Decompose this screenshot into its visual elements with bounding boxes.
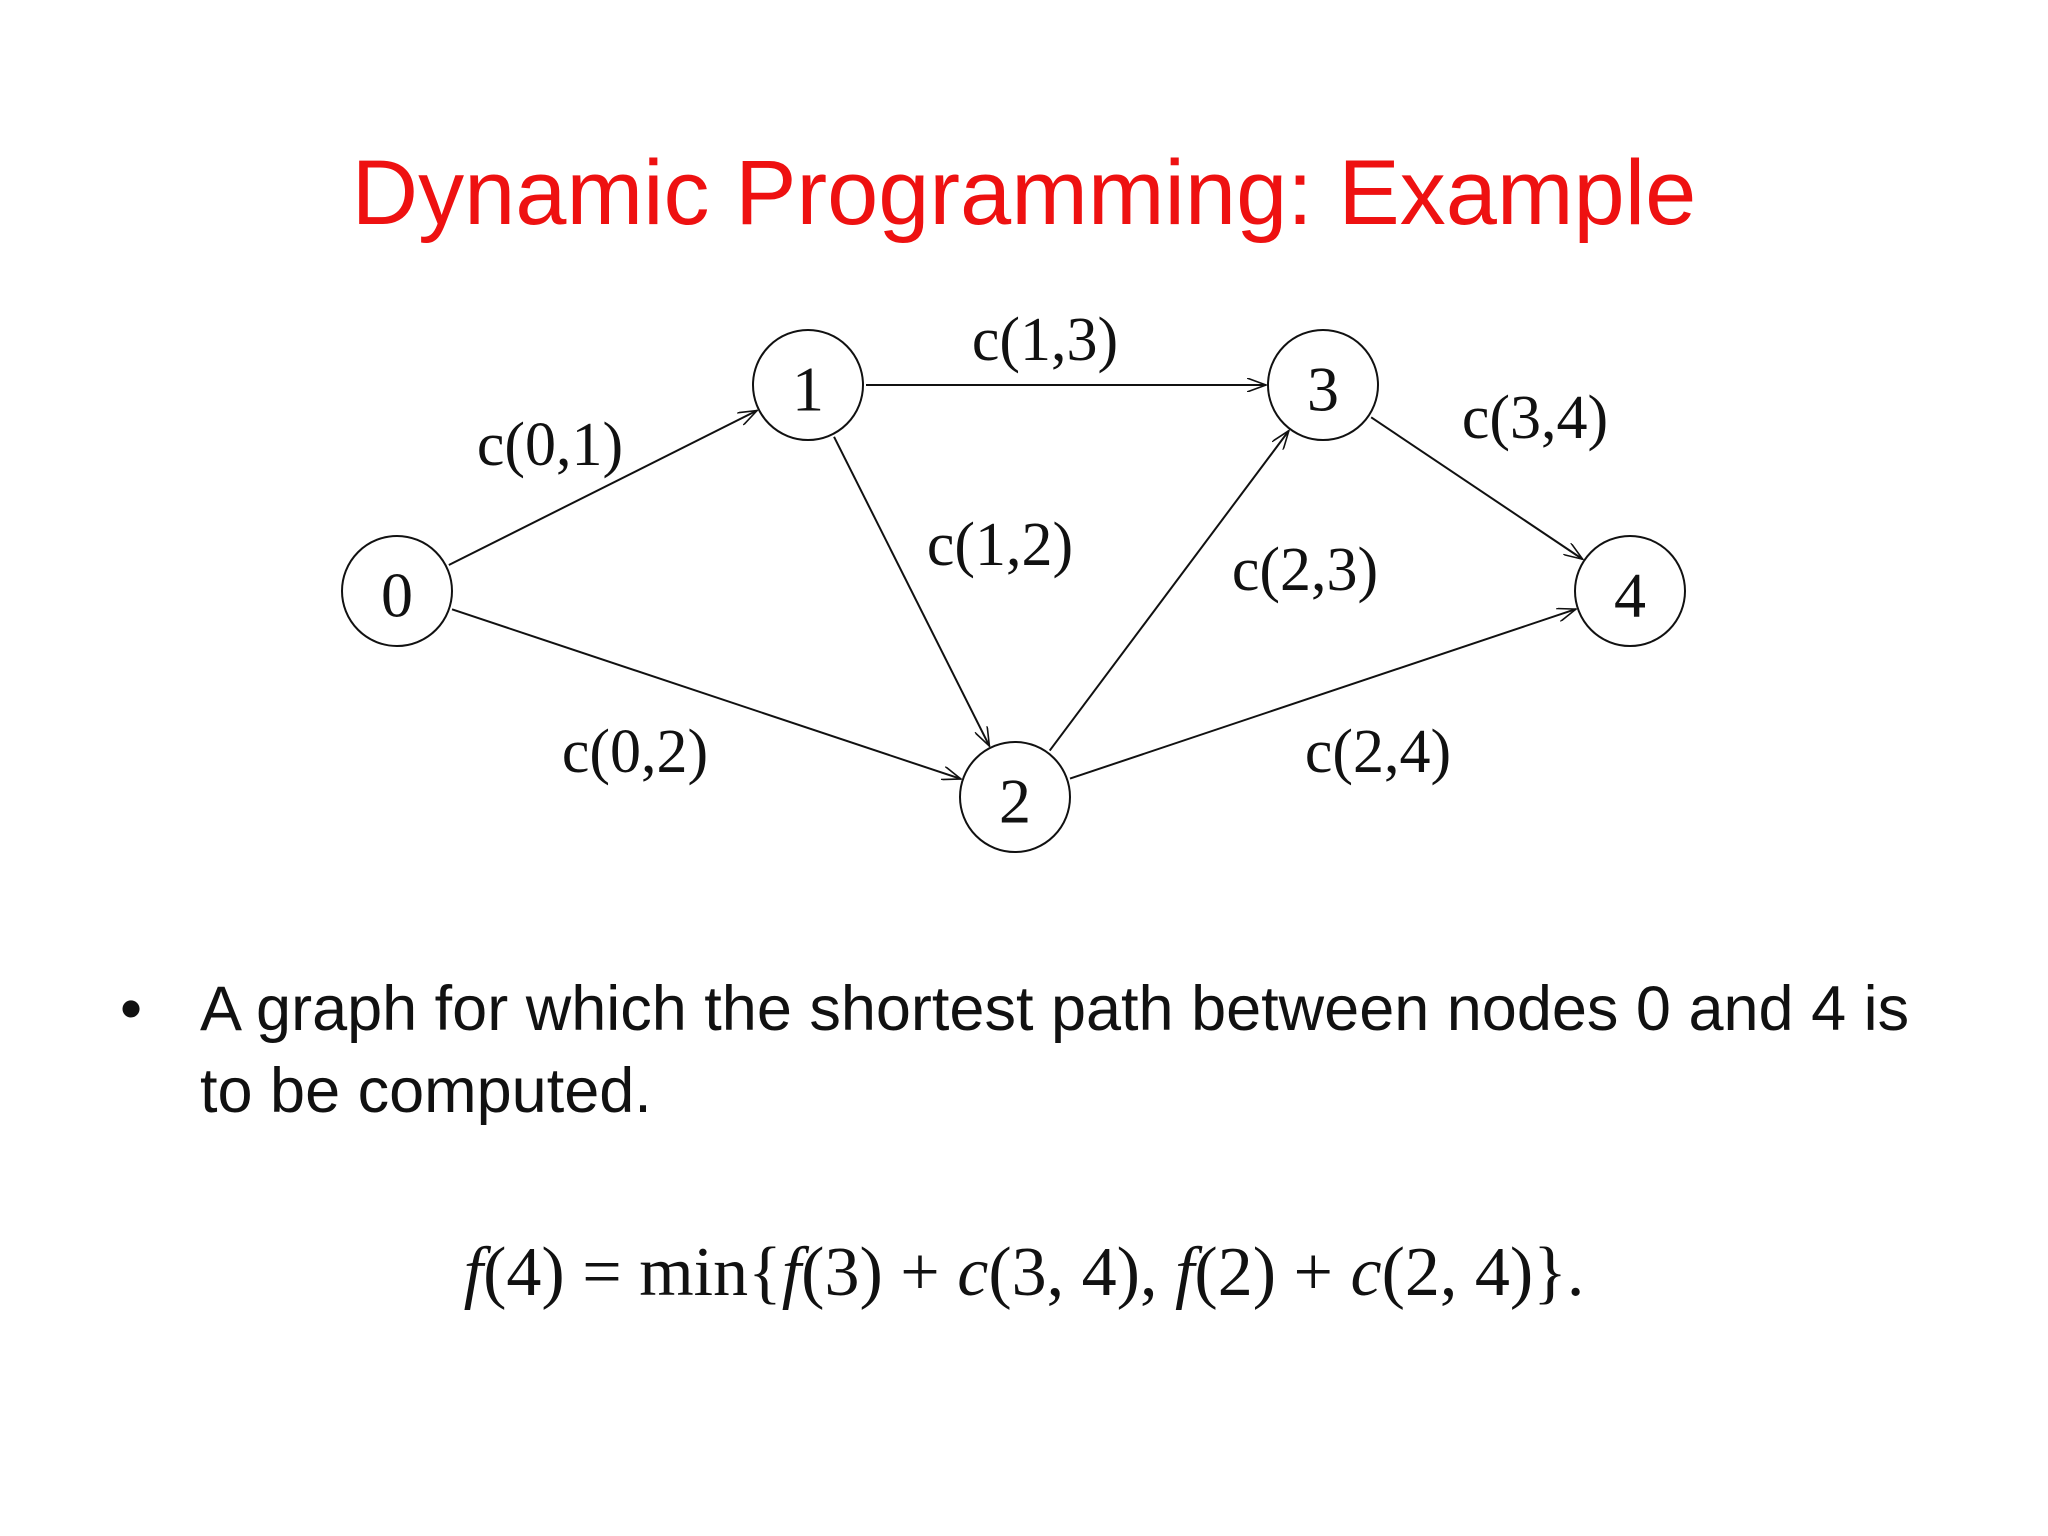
- node-circle-4: [1574, 535, 1686, 647]
- edge-0-2: [451, 608, 961, 779]
- formula-f4: f: [463, 1234, 484, 1311]
- edge-2-4: [1069, 609, 1576, 780]
- node-label-1: 1: [792, 354, 824, 425]
- recurrence-formula: f(4) = min{f(3) + c(3, 4), f(2) + c(2, 4…: [0, 1228, 2048, 1318]
- edge-label-2-4: c(2,4): [1305, 718, 1451, 786]
- edge-0-1: [448, 411, 757, 566]
- bullet-text: A graph for which the shortest path betw…: [200, 974, 1910, 1126]
- node-circle-1: [752, 329, 864, 441]
- edge-label-0-2: c(0,2): [562, 718, 708, 786]
- edge-label-0-1: c(0,1): [477, 411, 623, 479]
- edge-label-2-3: c(2,3): [1232, 536, 1378, 604]
- formula-c24: c: [1350, 1234, 1382, 1311]
- edge-3-4: [1370, 416, 1583, 559]
- node-2: 2: [959, 741, 1071, 853]
- node-label-3: 3: [1307, 354, 1339, 425]
- slide-title: Dynamic Programming: Example: [351, 142, 1697, 244]
- node-circle-2: [959, 741, 1071, 853]
- edge-label-1-2: c(1,2): [927, 511, 1073, 579]
- shortest-path-graph: c(0,1) c(0,2) c(1,3) c(1,2) c(2,3) c(3,4) c(2,…: [341, 306, 1686, 853]
- formula-f3: f: [781, 1234, 802, 1311]
- node-label-4: 4: [1614, 560, 1646, 631]
- formula-c34: c: [957, 1234, 989, 1311]
- formula-part-2: (3) +: [801, 1234, 958, 1311]
- formula-part-5: (2, 4)}.: [1381, 1234, 1585, 1311]
- bullet-symbol: •: [120, 974, 143, 1044]
- node-1: 1: [752, 329, 864, 441]
- node-4: 4: [1574, 535, 1686, 647]
- node-label-0: 0: [381, 560, 413, 631]
- node-3: 3: [1267, 329, 1379, 441]
- edge-label-3-4: c(3,4): [1462, 384, 1608, 452]
- node-circle-3: [1267, 329, 1379, 441]
- edge-label-1-3: c(1,3): [972, 306, 1118, 374]
- edge-2-3: [1048, 431, 1289, 752]
- formula-part-3: (3, 4),: [988, 1234, 1175, 1311]
- formula-part-4: (2) +: [1194, 1234, 1351, 1311]
- edge-1-2: [833, 436, 989, 746]
- formula-part-1: (4) = min{: [483, 1234, 782, 1311]
- node-circle-0: [341, 535, 453, 647]
- node-0: 0: [341, 535, 453, 647]
- formula-f2: f: [1174, 1234, 1195, 1311]
- node-label-2: 2: [999, 766, 1031, 837]
